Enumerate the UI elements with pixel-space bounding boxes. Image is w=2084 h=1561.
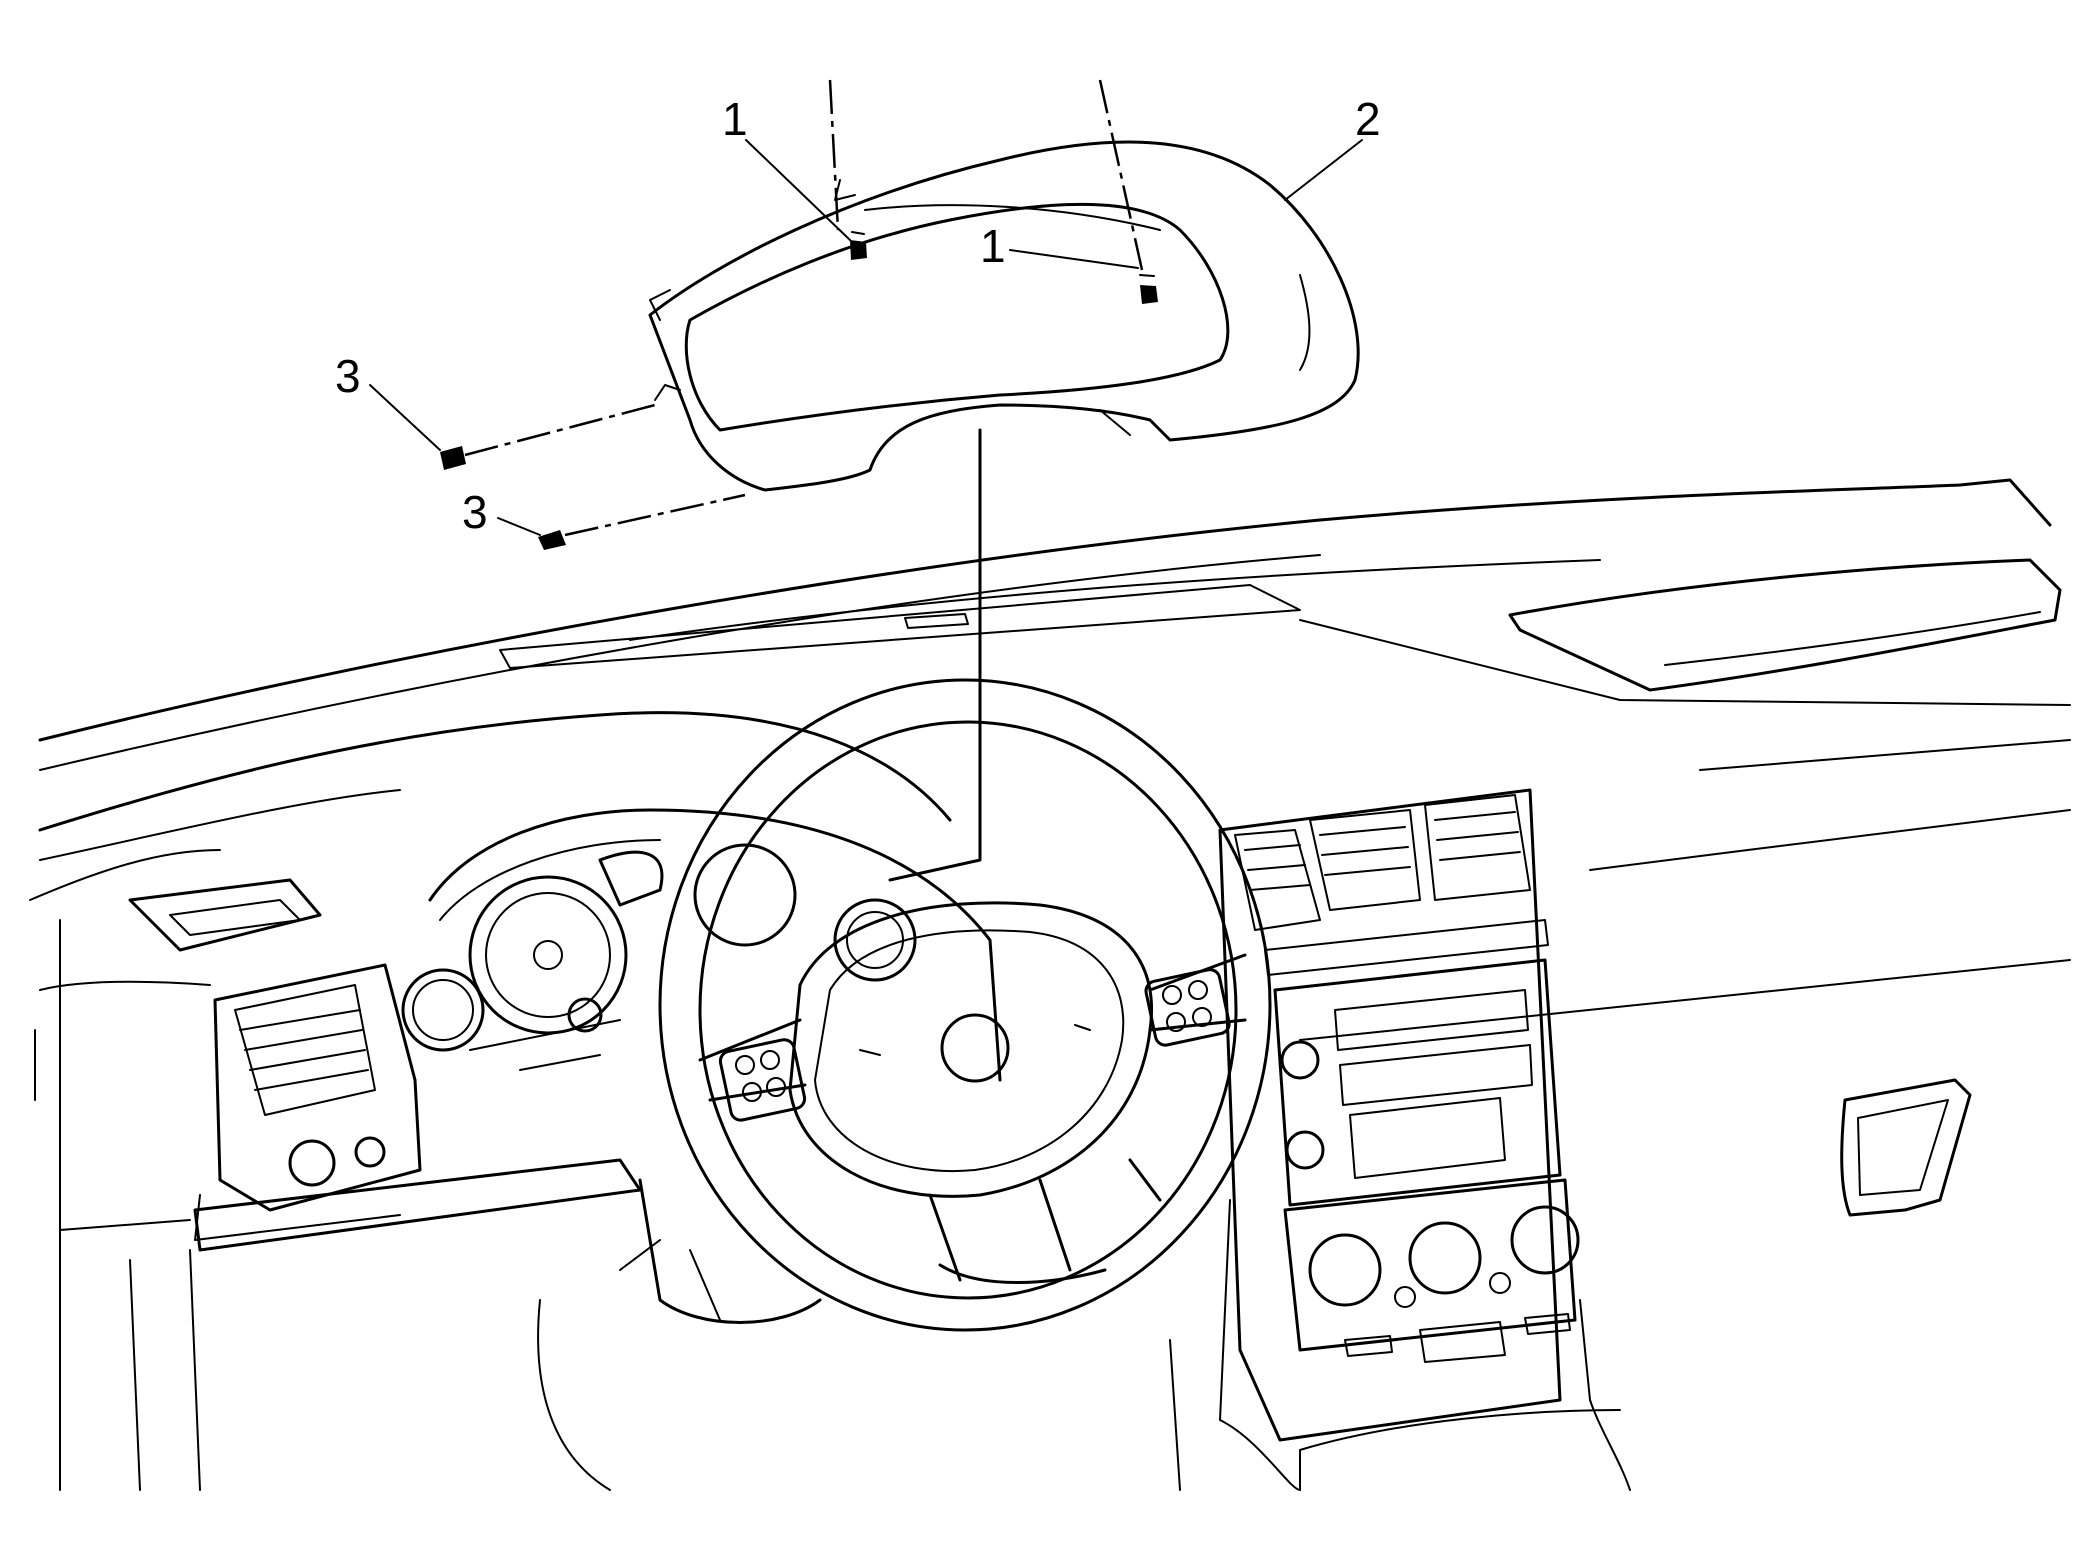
speedometer [468,875,628,1035]
screw-1b [1140,285,1158,304]
callout-1b: 1 [980,220,1139,272]
callout-2: 2 [1284,93,1381,201]
gauge-cluster [401,843,917,1071]
callout-label: 1 [722,93,748,145]
passenger-upper-panel [1508,558,2062,692]
glovebox-handle [1840,1078,1972,1217]
airbag-module [788,901,1153,1198]
right-spoke-controls [1144,968,1231,1047]
screw-1a [850,240,867,260]
screw-1b-axis [1098,79,1144,271]
center-vent-left [1234,829,1321,931]
headlamp-knob [288,1139,336,1187]
center-stack [1218,788,1631,1491]
fan-knob [1308,1233,1382,1307]
clip-3b [538,530,566,550]
left-side-vent [128,878,322,952]
climate-control [1283,1178,1577,1352]
tuning-knob [1285,1130,1325,1170]
fuel-gauge [401,968,485,1052]
screw-1a-axis [828,79,840,231]
mode-knob [1510,1205,1580,1275]
temp-knob [1408,1221,1482,1295]
center-vent-middle [1309,809,1421,911]
left-spoke-controls [718,1038,807,1122]
center-vent-right [1424,794,1531,901]
callout-label: 3 [462,486,488,538]
instrument-panel [29,478,2071,1491]
volume-knob [1280,1040,1320,1080]
left-vent-panel [213,963,422,1212]
radio-display [1349,1097,1506,1179]
defroster-slot [499,584,1301,669]
radio [1273,958,1562,1207]
callout-3a: 3 [335,350,441,451]
bezel-opening [684,202,1230,432]
hazard-switch-row [1264,919,1549,976]
callout-label: 3 [335,350,361,402]
callout-1a: 1 [722,93,851,241]
cluster-bezel [648,140,1360,492]
knee-bolster-edge [193,1158,642,1252]
bezel-outer [648,140,1360,492]
callout-label: 2 [1355,93,1381,145]
callout-3b: 3 [462,486,541,538]
callout-label: 1 [980,220,1006,272]
steering-wheel [658,678,1272,1332]
clip-3a [440,446,466,470]
temp-gauge [833,898,917,982]
dimmer-knob [354,1136,386,1168]
tachometer [693,843,797,947]
clip-3a-axis [464,403,656,457]
horn-emblem [940,1013,1010,1083]
clip-3b-axis [564,493,746,537]
